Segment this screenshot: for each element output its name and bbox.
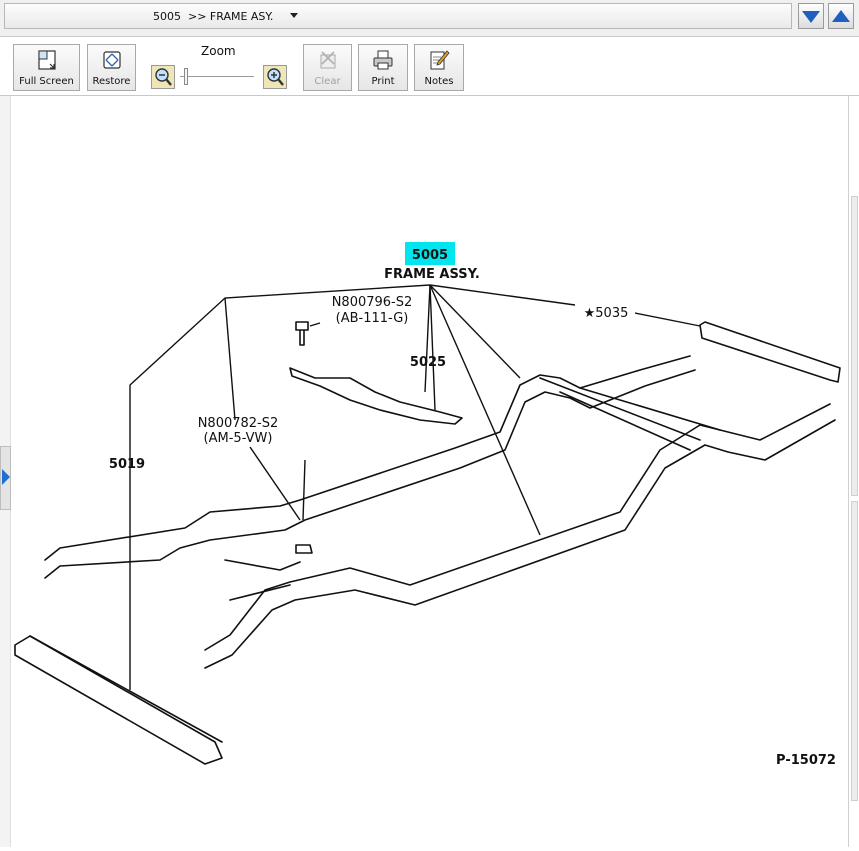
zoom-slider-thumb[interactable] — [184, 68, 188, 85]
viewer-toolbar: Full Screen Restore Zoom Cl — [0, 37, 859, 96]
nut — [295, 544, 313, 554]
arrow-right-icon — [2, 469, 10, 485]
expand-panel-tab[interactable] — [0, 446, 11, 510]
part-5019-label[interactable]: 5019 — [109, 457, 145, 472]
arrow-down-icon — [802, 11, 820, 23]
notes-icon — [430, 50, 450, 70]
zoom-out-icon — [151, 65, 175, 89]
right-side-rail-lower — [204, 419, 836, 669]
print-button[interactable]: Print — [358, 44, 408, 91]
bolt-part-label[interactable]: N800796-S2 — [332, 295, 413, 310]
printer-icon — [373, 50, 393, 70]
caret-down-icon — [290, 13, 298, 18]
clear-button[interactable]: Clear — [303, 44, 352, 91]
full-screen-button[interactable]: Full Screen — [13, 44, 80, 91]
full-screen-label: Full Screen — [19, 76, 74, 87]
part-5035-label[interactable]: ★5035 — [584, 306, 629, 321]
previous-part-button[interactable] — [828, 3, 854, 29]
nut-code-label: (AM-5-VW) — [204, 431, 273, 446]
restore-label: Restore — [92, 76, 131, 87]
highlight-part-number[interactable]: 5005 — [412, 248, 448, 263]
clear-label: Clear — [314, 76, 341, 87]
next-part-button[interactable] — [798, 3, 824, 29]
rear-crossmember — [539, 377, 701, 451]
full-screen-icon — [37, 50, 56, 70]
arrow-up-icon — [832, 10, 850, 22]
zoom-slider-track[interactable] — [180, 76, 254, 77]
zoom-in-button[interactable] — [263, 65, 287, 89]
part-5025-label[interactable]: 5025 — [410, 355, 446, 370]
frame-assembly-diagram: 5005 FRAME ASSY. N800796-S2 (AB-111-G) N… — [14, 242, 841, 768]
breadcrumb: 5005 >> FRAME ASY. — [153, 10, 274, 23]
part-dropdown[interactable]: 5005 >> FRAME ASY. — [4, 3, 792, 29]
vertical-scrollbar[interactable] — [848, 96, 859, 847]
zoom-label: Zoom — [201, 44, 236, 58]
assembly-title: FRAME ASSY. — [384, 267, 480, 282]
zoom-in-icon — [263, 65, 287, 89]
scrollbar-thumb[interactable] — [851, 196, 858, 496]
front-crossmember — [14, 635, 223, 765]
left-side-rail — [44, 355, 691, 561]
notes-button[interactable]: Notes — [414, 44, 464, 91]
print-label: Print — [371, 76, 395, 87]
notes-label: Notes — [424, 76, 454, 87]
bolt-code-label: (AB-111-G) — [336, 311, 409, 326]
restore-button[interactable]: Restore — [87, 44, 136, 91]
highlight-box — [405, 242, 455, 265]
left-side-rail-lower — [44, 369, 696, 579]
zoom-out-button[interactable] — [151, 65, 175, 89]
rear-extension-5035 — [699, 321, 841, 383]
right-side-rail — [204, 403, 831, 651]
crossmember-5025 — [289, 367, 463, 425]
nut-part-label[interactable]: N800782-S2 — [198, 416, 279, 431]
bolt — [295, 321, 309, 346]
diagram-viewer[interactable]: 5005 FRAME ASSY. N800796-S2 (AB-111-G) N… — [11, 96, 848, 847]
clear-icon — [320, 51, 335, 69]
scrollbar-track — [851, 501, 858, 801]
restore-icon — [102, 51, 121, 69]
figure-number: P-15072 — [776, 753, 836, 768]
part-selector-bar: 5005 >> FRAME ASY. — [0, 0, 859, 37]
